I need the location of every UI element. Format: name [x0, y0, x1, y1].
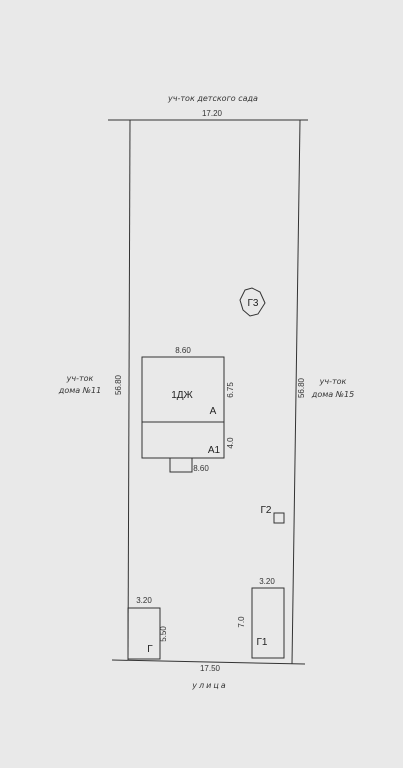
dim-top-width: 17.20 [202, 109, 223, 118]
g1-width: 3.20 [259, 577, 275, 586]
g3-label: Г3 [248, 298, 259, 309]
g-width: 3.20 [136, 596, 152, 605]
boundary-left [127, 119, 131, 661]
g3-hexagon-icon [239, 287, 266, 317]
g-length: 5.50 [159, 626, 168, 642]
house-porch [169, 457, 193, 473]
g-label: Г [147, 644, 153, 655]
dim-left-length: 56.80 [114, 374, 123, 395]
boundary-right [291, 119, 301, 665]
g2-outline [273, 512, 285, 524]
house-code: 1ДЖ [171, 390, 193, 401]
neighbor-left-label-2: дома №11 [58, 386, 101, 395]
g1-length: 7.0 [237, 616, 246, 628]
g1-label: Г1 [257, 637, 268, 648]
dim-bottom-width: 17.50 [200, 664, 221, 673]
house-part-main: А [210, 406, 217, 417]
neighbor-right-label-1: уч-ток [319, 377, 347, 386]
neighbor-top-label: уч-ток детского сада [167, 94, 258, 103]
house-width: 8.60 [175, 346, 191, 355]
neighbor-right-label-2: дома №15 [311, 390, 354, 399]
house-depth-annex: 4.0 [226, 437, 235, 449]
neighbor-left-label-1: уч-ток [66, 374, 94, 383]
house-depth-main: 6.75 [226, 382, 235, 398]
g-outline [127, 607, 161, 660]
street-label: улица [191, 681, 227, 690]
dim-right-length: 56.80 [297, 377, 306, 398]
g2-label: Г2 [261, 505, 272, 516]
house-part-annex: А1 [208, 445, 221, 456]
boundary-bottom [111, 659, 306, 665]
annex-width: 8.60 [193, 464, 209, 473]
g1-outline [251, 587, 285, 659]
